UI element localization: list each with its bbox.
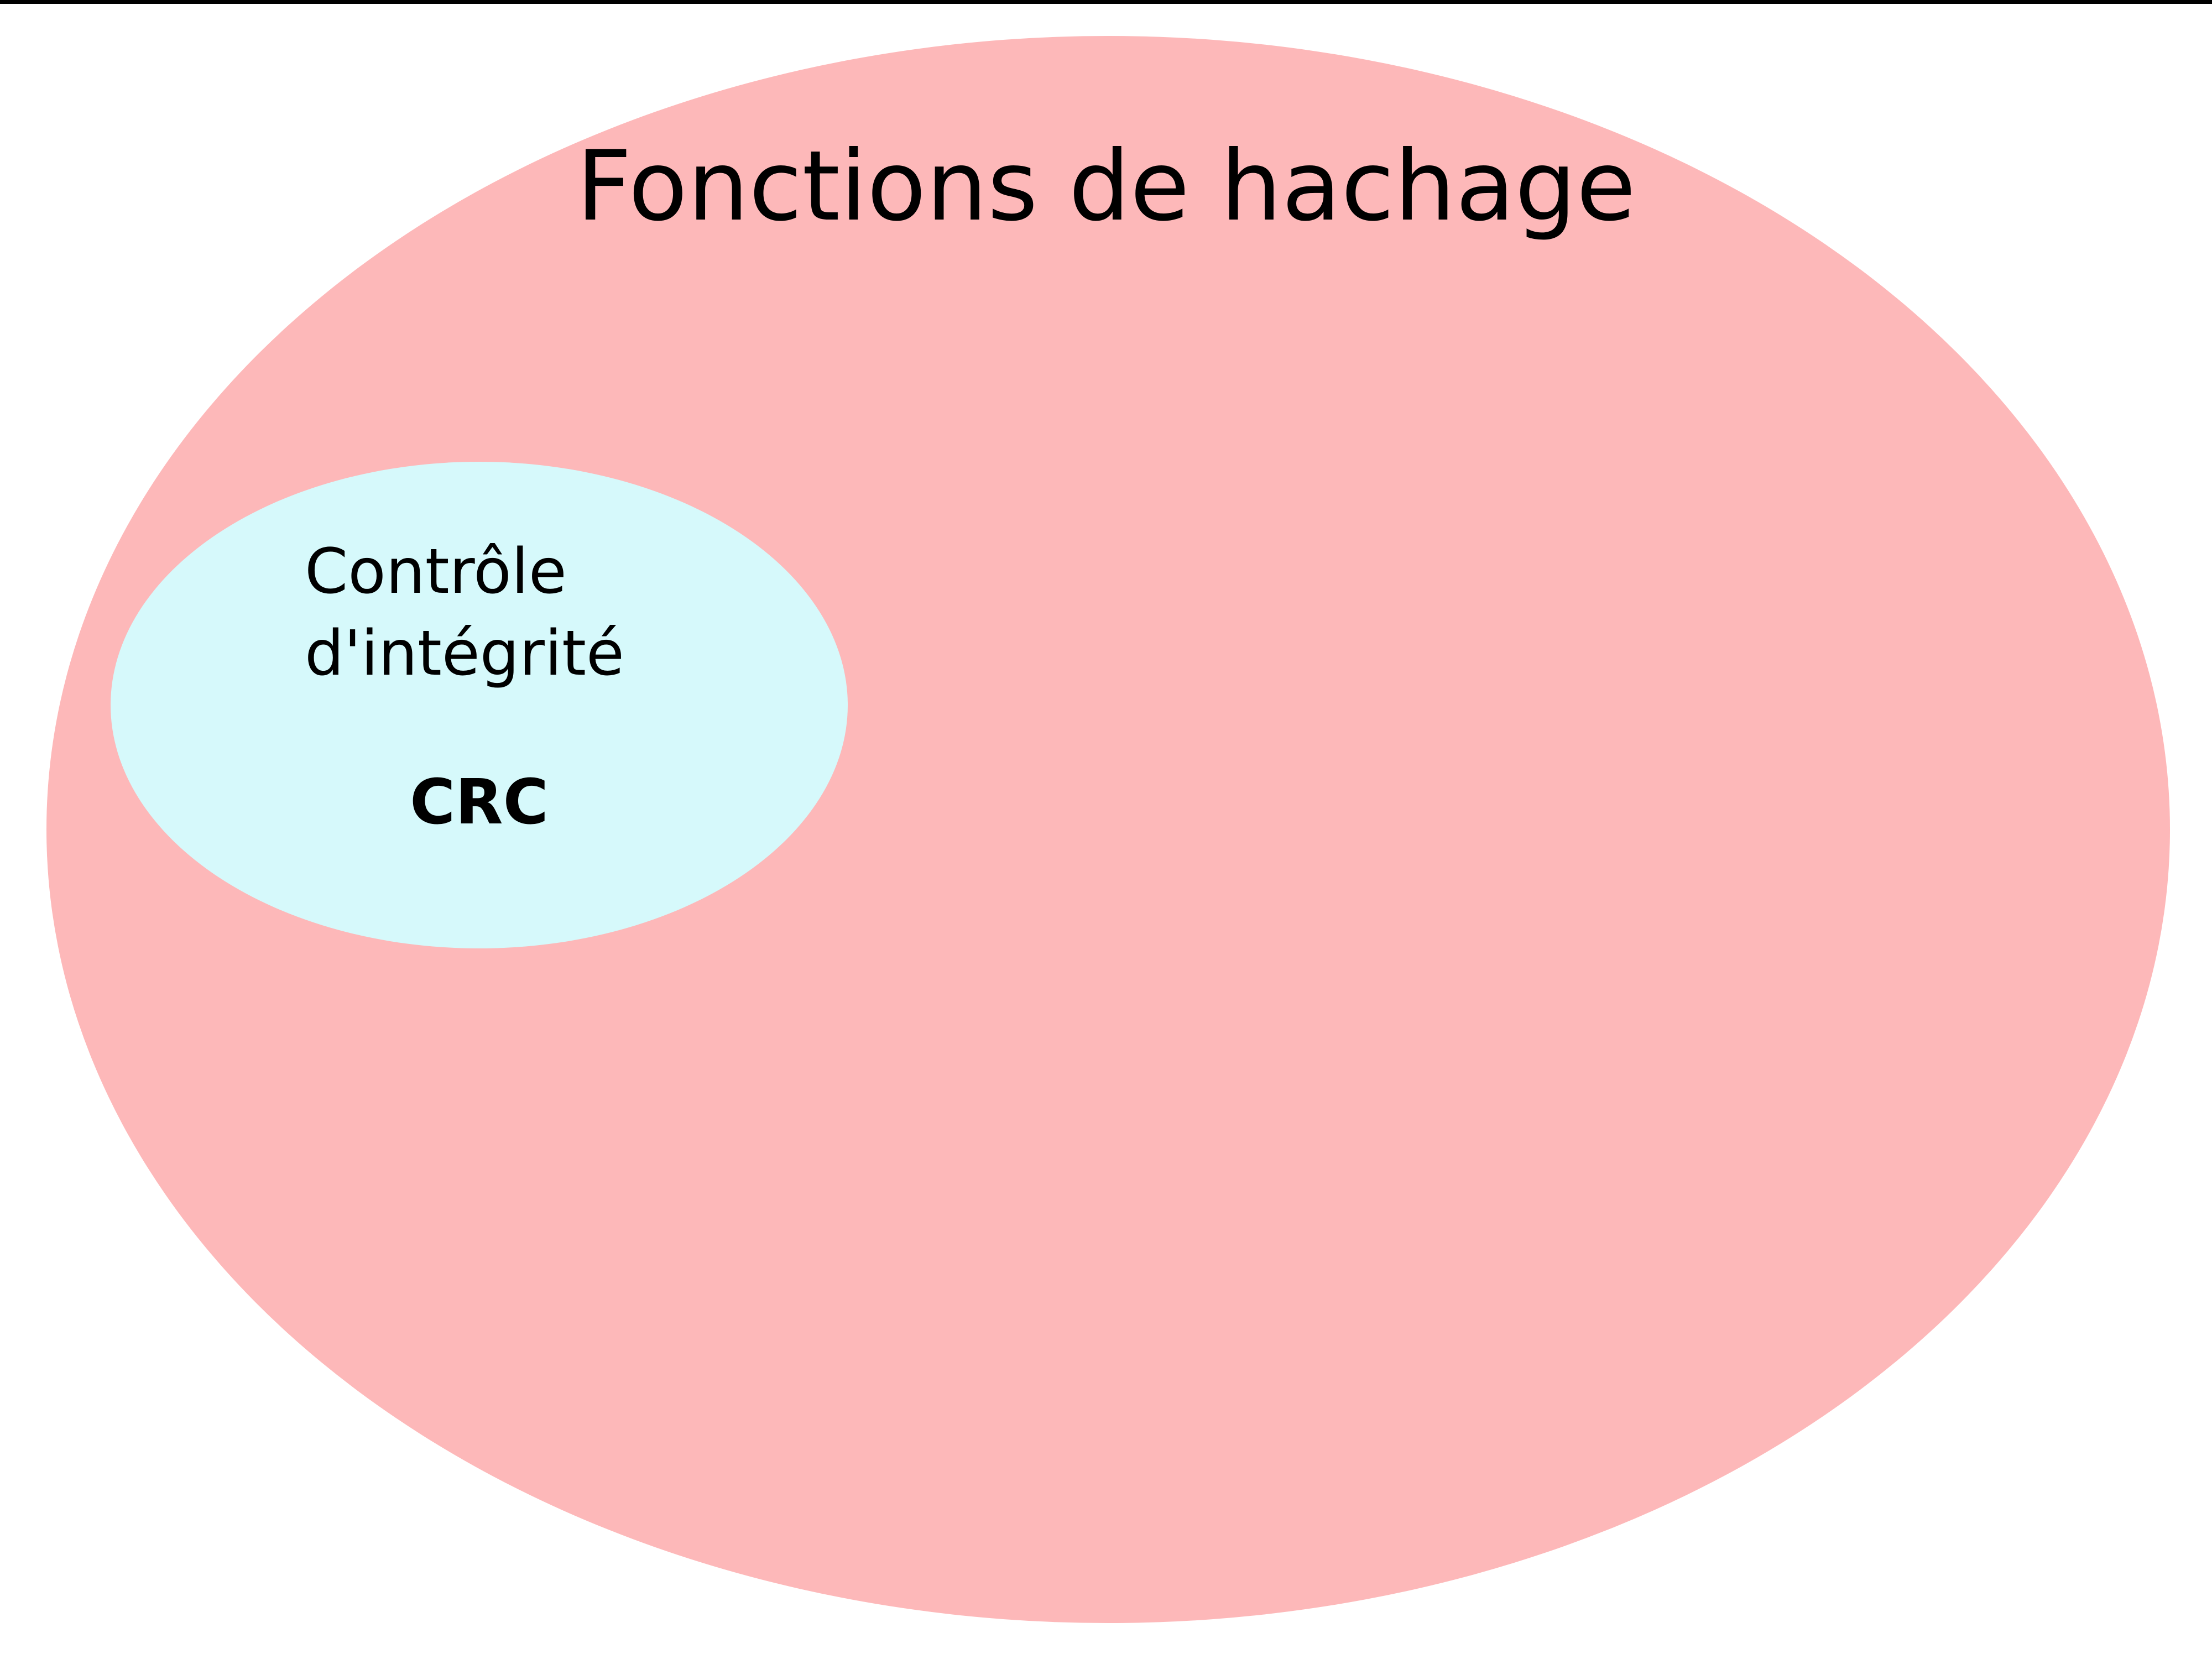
inner-set-acronym: CRC <box>410 766 549 838</box>
inner-set-description-line: d'intégrité <box>305 618 624 690</box>
inner-set-ellipse <box>111 462 848 948</box>
inner-set-description-line: Contrôle <box>305 536 567 608</box>
top-border-line <box>0 0 2212 4</box>
outer-set-label: Fonctions de hachage <box>576 131 1636 243</box>
inner-set-description: Contrôle d'intégrité <box>305 531 624 695</box>
